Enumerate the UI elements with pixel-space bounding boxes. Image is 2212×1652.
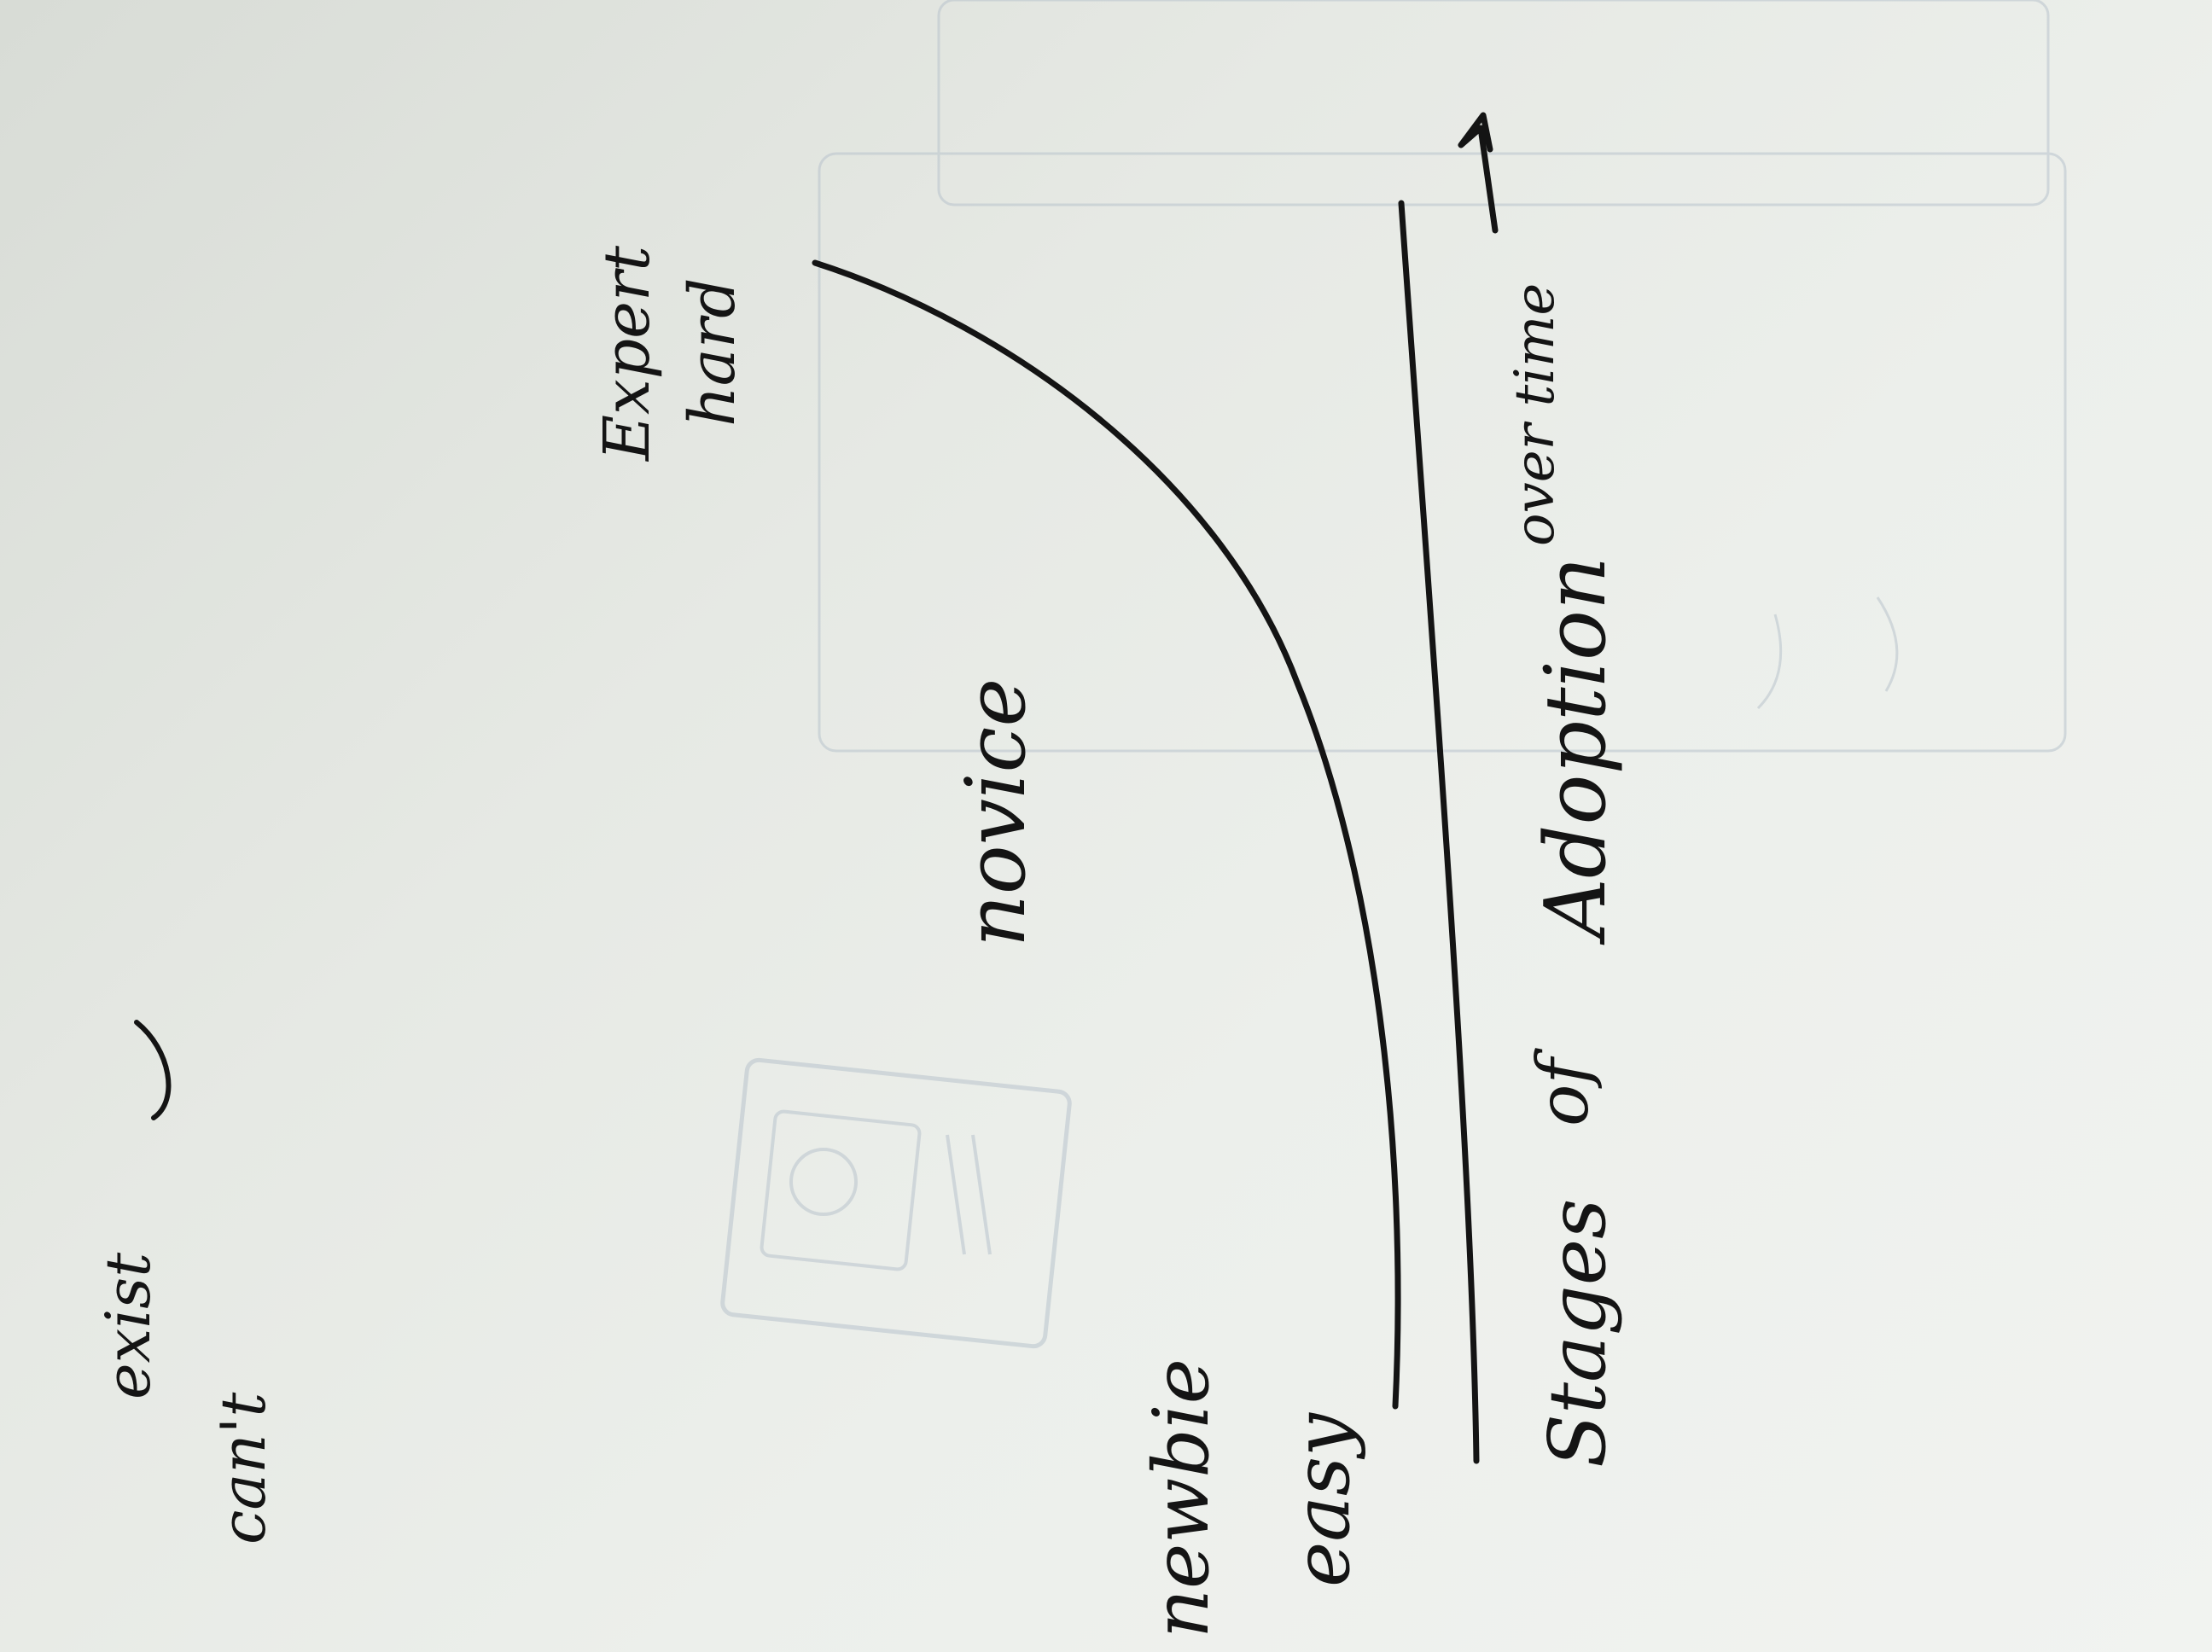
paper-show-through — [720, 0, 2067, 1349]
time-axis-arrow — [1458, 112, 1499, 234]
label-expert: Expert — [591, 246, 664, 462]
margin-note-can-t: can't — [207, 1392, 279, 1544]
time-axis-line — [1398, 200, 1480, 1464]
label-newbie: newbie — [1137, 1358, 1226, 1638]
label-hard: hard — [676, 277, 749, 427]
margin-note-exist: exist — [92, 1252, 164, 1399]
axis-label-adoption: Adoption — [1528, 556, 1625, 945]
label-novice: novice — [948, 678, 1044, 947]
margin-arc — [134, 1020, 172, 1120]
adoption-curve — [812, 259, 1401, 1410]
axis-label-stages: Stages — [1532, 1199, 1623, 1468]
axis-label-of: of — [1523, 1048, 1604, 1126]
axis-label-over-time: over time — [1504, 283, 1567, 546]
label-easy: easy — [1278, 1412, 1367, 1587]
